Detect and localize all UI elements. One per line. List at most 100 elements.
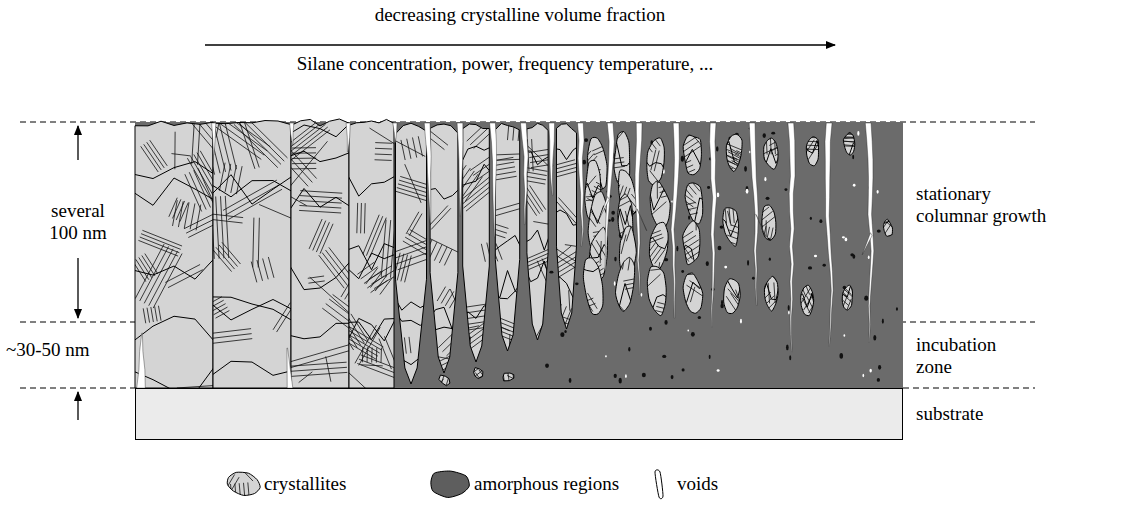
void [825,123,833,346]
twin-line [676,213,698,218]
crystallite-outline [762,205,776,240]
dot [823,264,826,267]
speck [605,355,607,357]
twin-line [171,154,190,156]
twin-line [222,472,230,485]
void [635,123,642,295]
speck [862,374,864,378]
twin-line [526,249,560,263]
crystallite-outline [396,123,427,384]
legend-swatch [222,467,260,506]
grain-boundary [554,276,580,298]
dot [569,378,572,383]
grain-boundary [288,151,352,161]
grain-boundary [680,282,706,303]
crystallite-outline [764,138,778,169]
twin-line [736,151,751,158]
twin-line [394,244,435,259]
crystallite [135,121,213,388]
twin-line [299,210,341,213]
grain-boundary [288,188,352,212]
twin-line [625,285,644,289]
twin-line [253,218,254,268]
void [637,209,647,231]
twin-line [234,124,278,167]
twin-line [449,165,466,189]
twin-line [364,203,366,233]
crystallite [685,183,703,224]
twin-line [803,140,814,157]
twin-line [207,339,252,344]
crystallite-outline [430,124,458,373]
twin-line [431,208,451,229]
void [520,123,528,225]
twin-line [438,327,460,348]
speck [857,131,859,136]
void [710,123,717,327]
twin-line [774,132,775,154]
twin-line [505,381,518,387]
dot [747,260,749,266]
twin-line [280,127,327,164]
twin-line [268,257,274,278]
speck [641,293,643,297]
grain-boundary [839,283,855,313]
crystallite-outline [843,133,854,156]
twin-line [375,142,392,144]
dot [575,282,579,285]
crystallite [439,375,450,386]
crystallite-outline [503,373,514,381]
twin-line [141,146,159,172]
twin-line [674,202,696,207]
void [749,123,758,306]
matrix-dots [545,127,898,383]
void [599,197,609,219]
twin-line [489,331,529,347]
twin-line [216,108,222,138]
twin-line [366,216,382,255]
twin-line [512,174,546,180]
twin-line [215,120,264,155]
legend-text: crystallites [264,473,346,495]
crystallite-outline [527,123,548,340]
twin-line [785,282,786,303]
dot [877,230,881,233]
twin-line [147,142,165,168]
dot [752,277,755,280]
crystallite [650,181,670,228]
twin-line [680,235,696,246]
speck [764,177,766,181]
twin-line [208,297,222,305]
twin-line [375,159,392,161]
twin-line [608,215,612,233]
legend-swatch [655,470,663,499]
twin-line [380,278,392,294]
twin-line [764,126,780,135]
twin-line [521,191,537,215]
dimension-label: several 100 nm [40,200,116,244]
zone-label: stationary columnar growth [916,183,1056,227]
dot [662,355,666,358]
twin-line [655,311,676,316]
grain-boundary [210,299,294,319]
dot [808,266,812,269]
twin-line [733,208,734,223]
dot [786,345,789,351]
dot [709,355,711,359]
crystallite [762,205,776,240]
twin-line [409,337,411,353]
crystallite-outline [135,121,213,388]
grain-boundary [554,145,580,159]
twin-line [220,196,223,258]
twin-line [341,283,350,297]
twin-line [371,347,372,362]
twin-line [467,326,493,345]
speck [717,193,720,198]
twin-line [278,124,325,161]
void-swatch [655,470,663,499]
dot [839,353,843,359]
twin-line [758,133,759,155]
twin-line [400,338,402,354]
twin-line [487,176,517,181]
twin-line [654,315,675,320]
